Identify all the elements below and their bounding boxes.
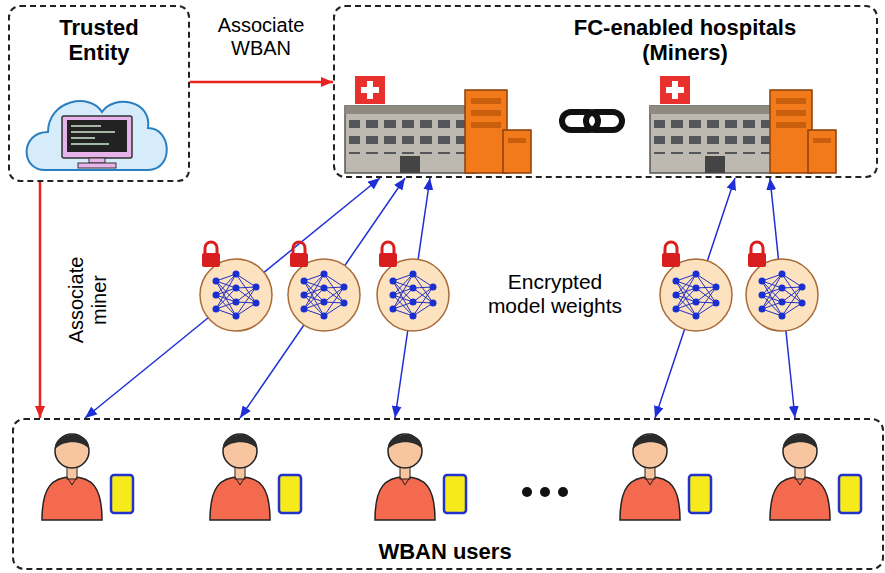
user-icon [210,434,301,520]
edge-label: Associate WBAN [205,14,317,60]
encrypted-model-icon [746,242,818,331]
encrypted-model-icon [377,242,449,331]
user-icon [770,434,861,520]
hospital-icon [650,76,836,173]
encrypted-model-icon [660,242,732,331]
user-icon [42,434,133,520]
arrow-connector [85,178,380,418]
chain-link-icon [562,112,622,130]
group-title: WBAN users [14,539,876,564]
user-icon [375,434,466,520]
ellipsis-dots [522,487,568,497]
arrow-connector [39,182,42,418]
encrypted-model-icon [200,242,272,331]
edge-label: Associate miner [65,250,111,350]
note-label: Encrypted model weights [485,270,625,318]
hospital-icon [345,76,531,173]
dashed-group-box: WBAN users [12,418,884,570]
cloud-server-icon [27,101,167,170]
dashed-group-box: FC-enabled hospitals (Miners) [333,5,878,178]
arrow-connector [655,178,735,418]
dashed-group-box: Trusted Entity [8,5,190,182]
encrypted-model-icon [288,242,360,331]
group-title: FC-enabled hospitals (Miners) [550,15,820,66]
user-icon [620,434,711,520]
arrow-connector [190,81,333,84]
group-title: Trusted Entity [34,15,164,66]
